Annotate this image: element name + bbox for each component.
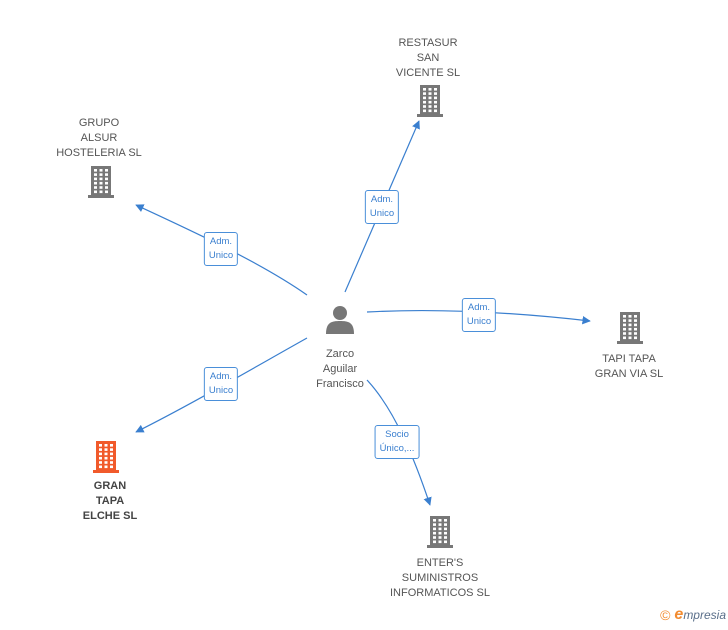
building-icon-restasur[interactable] [417, 85, 443, 117]
company-name-grupo-alsur[interactable]: GRUPO ALSUR HOSTELERIA SL [56, 117, 142, 159]
relation-label-tapi-tapa[interactable]: Adm. Unico [461, 298, 497, 332]
building-icon-enters[interactable] [427, 516, 453, 548]
empresia-logo-text: mpresia [683, 608, 726, 622]
company-name-gran-tapa[interactable]: GRAN TAPA ELCHE SL [82, 480, 138, 522]
footer-brand: © e mpresia [660, 606, 726, 624]
person-name[interactable]: Zarco Aguilar Francisco [316, 348, 364, 390]
building-icon-tapi-tapa[interactable] [617, 312, 643, 344]
company-name-tapi-tapa[interactable]: TAPI TAPA GRAN VIA SL [594, 353, 664, 380]
company-name-enters[interactable]: ENTER'S SUMINISTROS INFORMATICOS SL [389, 557, 491, 599]
company-name-restasur[interactable]: RESTASUR SAN VICENTE SL [395, 37, 461, 79]
relation-label-gran-tapa[interactable]: Adm. Unico [203, 367, 239, 401]
relation-label-grupo-alsur[interactable]: Adm. Unico [203, 232, 239, 266]
building-icon-grupo-alsur[interactable] [88, 166, 114, 198]
relation-label-enters[interactable]: Socio Único,... [374, 425, 420, 459]
building-icon-gran-tapa[interactable] [93, 441, 119, 473]
copyright-symbol: © [660, 607, 671, 623]
relation-label-restasur[interactable]: Adm. Unico [364, 190, 400, 224]
person-icon[interactable] [326, 306, 354, 334]
empresia-logo-initial: e [674, 606, 684, 623]
